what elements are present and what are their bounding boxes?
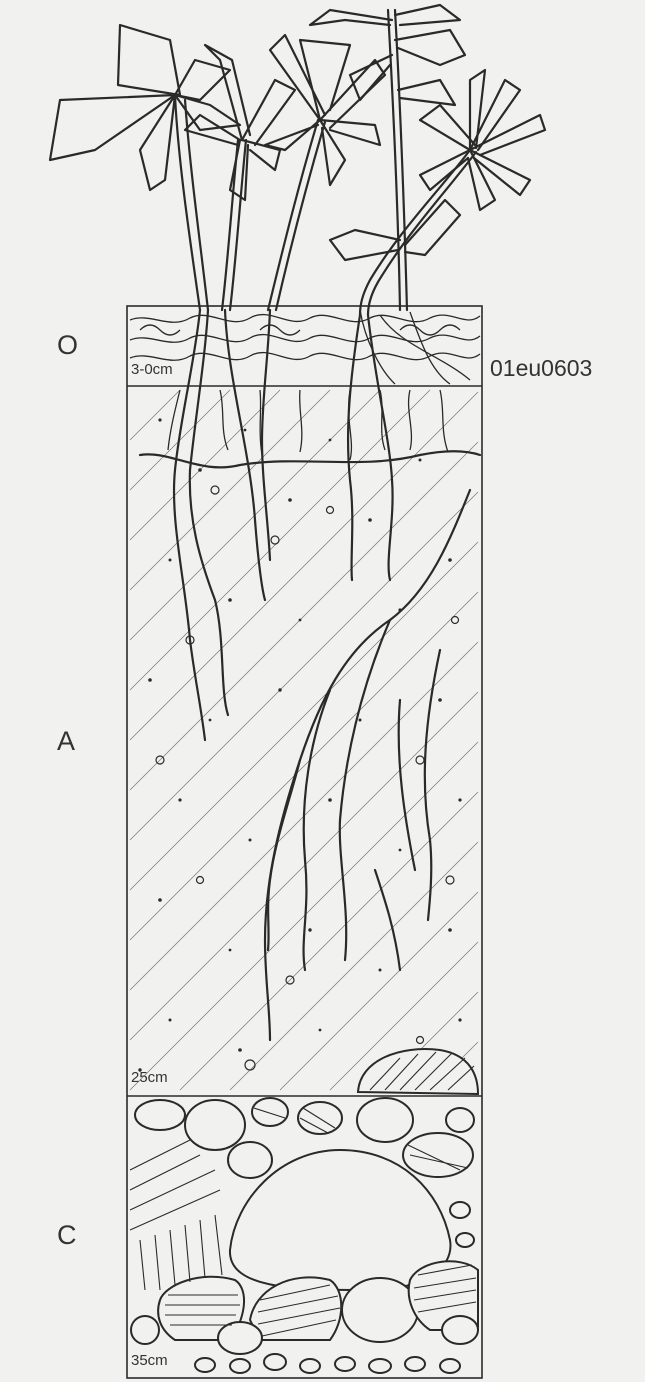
depth-label-a: 25cm (131, 1069, 168, 1086)
plants-illustration (50, 5, 545, 315)
rootlets (168, 390, 448, 460)
horizon-label-a: A (57, 726, 75, 757)
sample-code: 01eu0603 (490, 355, 592, 382)
c-horizon-rocks (131, 1049, 478, 1373)
horizon-label-o: O (57, 330, 78, 361)
a-horizon-stipple (138, 418, 461, 1071)
depth-label-o: 3-0cm (131, 361, 173, 378)
o-horizon-litter (130, 310, 480, 384)
horizon-label-c: C (57, 1220, 77, 1251)
depth-label-c: 35cm (131, 1352, 168, 1369)
